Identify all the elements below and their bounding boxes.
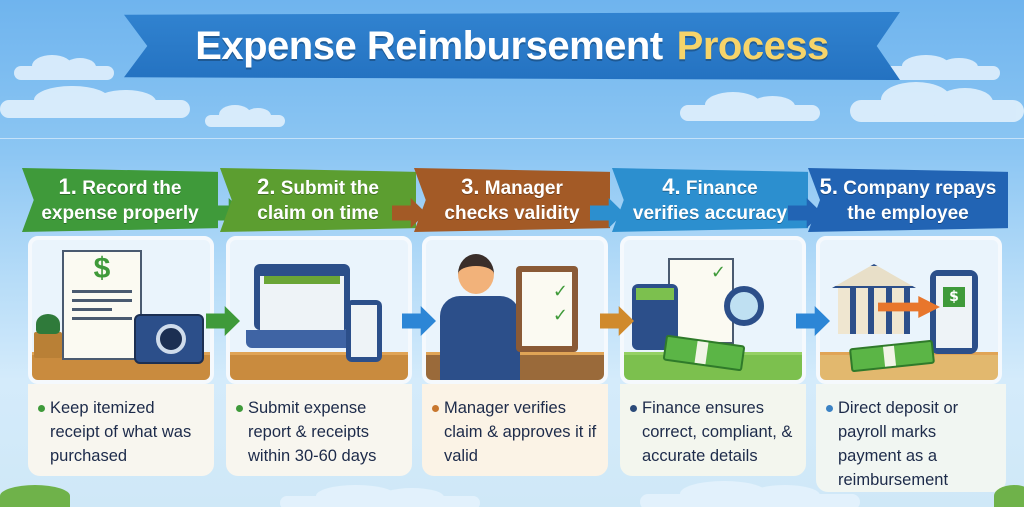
step-4-banner: 4. Finance verifies accuracy: [612, 168, 808, 232]
plant-leaves: [36, 314, 60, 334]
step-2-illustration: [226, 236, 412, 384]
step-title-line1: Manager: [484, 178, 563, 199]
step-5: 5. Company repays the employee: [808, 168, 1008, 232]
document-check-icon: ✓: [668, 258, 734, 344]
cloud: [205, 105, 285, 127]
cloud: [640, 481, 860, 507]
dollar-sign: $: [93, 252, 111, 285]
plant-icon: [34, 332, 62, 358]
manager-icon: [458, 254, 494, 294]
step-3-banner: 3. Manager checks validity: [414, 168, 610, 232]
step-number: 1.: [58, 174, 77, 199]
cloud: [0, 85, 190, 118]
step-5-banner: 5. Company repays the employee: [808, 168, 1008, 232]
step-4-description-card: Finance ensures correct, compliant, & ac…: [620, 384, 806, 476]
laptop-icon: [254, 264, 350, 330]
cloud: [880, 54, 1000, 80]
step-3-illustration: ✓✓: [422, 236, 608, 384]
step-3: 3. Manager checks validity: [414, 168, 610, 232]
title-banner: Expense Reimbursement Process: [124, 12, 900, 80]
step-title-line1: Finance: [685, 178, 758, 199]
bullet-icon: [630, 405, 637, 412]
cloud: [14, 54, 114, 80]
bush: [0, 485, 70, 507]
bush: [994, 485, 1024, 507]
step-title-line2: claim on time: [257, 203, 379, 224]
magnifier-icon: [724, 286, 764, 326]
cloud: [850, 82, 1024, 122]
bullet-icon: [826, 405, 833, 412]
step-title-line2: checks validity: [444, 203, 580, 224]
step-1-banner: 1. Record the expense properly: [22, 168, 218, 232]
camera-icon: [134, 314, 204, 364]
cloud: [680, 92, 820, 121]
step-number: 5.: [819, 174, 838, 199]
step-description: Manager verifies claim & approves it if …: [444, 399, 597, 465]
manager-suit: [440, 296, 520, 380]
step-description: Direct deposit or payroll marks payment …: [838, 399, 959, 489]
laptop-keyboard: [246, 330, 358, 348]
step-4: 4. Finance verifies accuracy: [612, 168, 808, 232]
page-title: Expense Reimbursement: [195, 23, 663, 68]
step-title-line1: Record the: [82, 178, 182, 199]
step-number: 3.: [461, 174, 480, 199]
step-number: 4.: [662, 174, 681, 199]
step-title-line1: Company repays: [843, 178, 997, 199]
step-description: Finance ensures correct, compliant, & ac…: [642, 399, 793, 465]
step-5-description-card: Direct deposit or payroll marks payment …: [816, 384, 1006, 492]
horizon-line: [0, 138, 1024, 139]
step-1-description-card: Keep itemized receipt of what was purcha…: [28, 384, 214, 476]
smartphone-payment-icon: $: [930, 270, 978, 354]
bullet-icon: [236, 405, 243, 412]
bullet-icon: [38, 405, 45, 412]
clipboard-checklist-icon: ✓✓: [516, 266, 578, 352]
step-2-description-card: Submit expense report & receipts within …: [226, 384, 412, 476]
step-3-description-card: Manager verifies claim & approves it if …: [422, 384, 608, 476]
receipt-dollar-icon: $: [62, 250, 142, 360]
step-1: 1. Record the expense properly: [22, 168, 218, 232]
bank-icon: [832, 264, 916, 288]
step-1-illustration: $: [28, 236, 214, 384]
step-5-illustration: $: [816, 236, 1002, 384]
step-description: Submit expense report & receipts within …: [248, 399, 377, 465]
step-2-banner: 2. Submit the claim on time: [220, 168, 416, 232]
page-title-accent: Process: [676, 23, 830, 68]
step-2: 2. Submit the claim on time: [220, 168, 416, 232]
cloud: [280, 484, 480, 507]
step-4-illustration: ✓: [620, 236, 806, 384]
step-number: 2.: [257, 174, 276, 199]
step-title-line2: expense properly: [41, 203, 199, 224]
step-title-line2: verifies accuracy: [632, 203, 788, 224]
step-description: Keep itemized receipt of what was purcha…: [50, 399, 192, 465]
step-title-line2: the employee: [847, 203, 969, 224]
bullet-icon: [432, 405, 439, 412]
step-title-line1: Submit the: [280, 178, 379, 199]
smartphone-icon: [346, 300, 382, 362]
